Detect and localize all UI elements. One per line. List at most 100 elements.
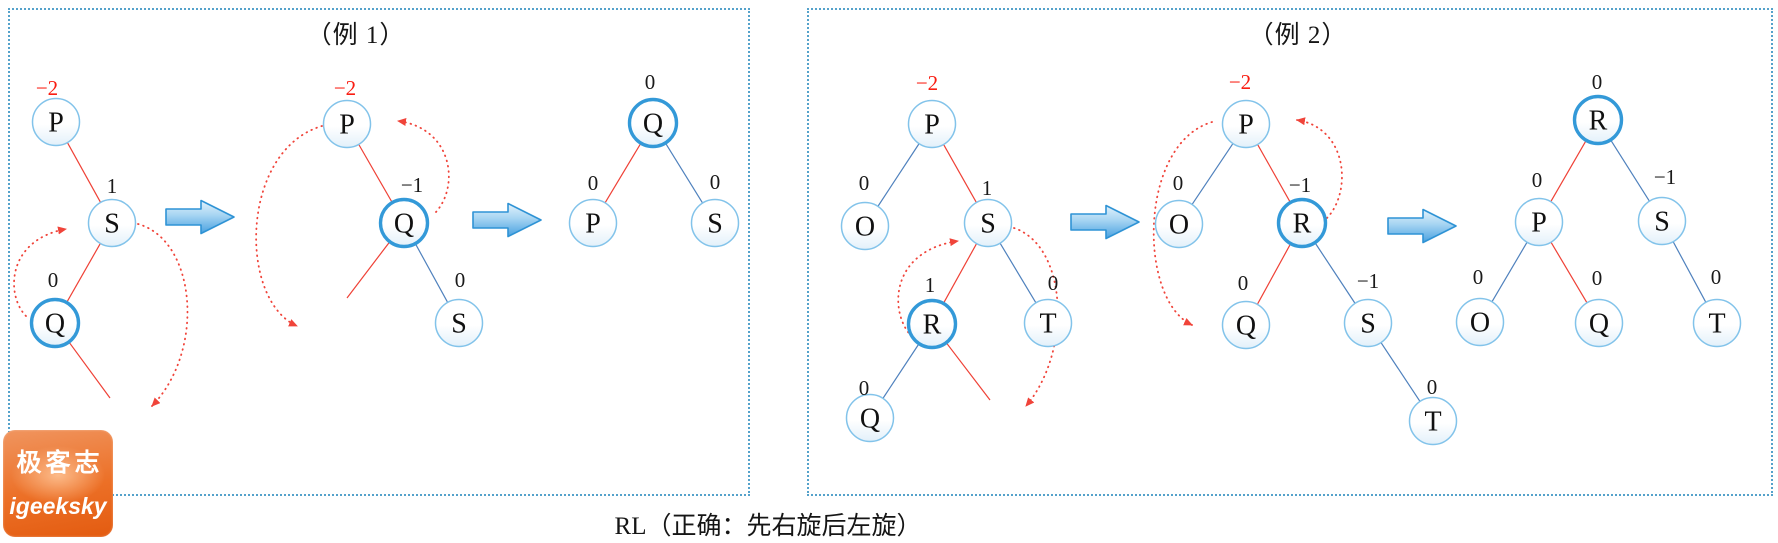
node-label-P: P — [1238, 110, 1254, 141]
node-label-T: T — [1039, 309, 1056, 340]
right-rotation-arc-left — [13, 226, 67, 317]
tree-node-Q — [1574, 298, 1624, 348]
tree-node-Q — [845, 393, 895, 443]
balance-factor-R: −1 — [1289, 173, 1311, 197]
balance-factor-O: 0 — [859, 171, 870, 195]
node-label-P: P — [339, 110, 355, 141]
tree-edge-P-R — [1257, 144, 1291, 203]
balance-factor-Q: 0 — [645, 70, 656, 94]
node-label-P: P — [924, 110, 940, 141]
tree-node-S — [690, 198, 740, 248]
tree-node-P — [568, 198, 618, 248]
tree-edge-S-T — [999, 242, 1037, 304]
figure-caption: RL（正确：先右旋后左旋） — [614, 513, 922, 540]
node-label-O: O — [1470, 308, 1490, 339]
tree-edge-R-Q — [882, 343, 920, 399]
tree-node-P — [1221, 99, 1271, 149]
tree-edge-Q-S — [414, 243, 449, 303]
node-label-Q: Q — [860, 404, 880, 435]
transition-arrow — [472, 202, 542, 238]
node-label-Q: Q — [1236, 311, 1256, 342]
balance-factor-S: 1 — [982, 176, 993, 200]
tree-edge-R-S — [1314, 242, 1356, 304]
balance-factor-R: 0 — [1592, 70, 1603, 94]
node-label-S: S — [707, 209, 723, 240]
balance-factor-T: 0 — [1711, 265, 1722, 289]
balance-factor-R: 1 — [925, 273, 936, 297]
tree-edge-P-O — [877, 143, 920, 207]
left-rotation-arc-right — [1296, 117, 1343, 219]
balance-factor-P: 0 — [1532, 168, 1543, 192]
tree-node-O — [840, 201, 890, 251]
balance-factor-S: −1 — [1357, 269, 1379, 293]
tree-node-S — [87, 198, 137, 248]
tree-node-S — [434, 298, 484, 348]
tree-node-R-pivot — [906, 298, 958, 350]
tree-node-S — [963, 198, 1013, 248]
balance-factor-O: 0 — [1473, 265, 1484, 289]
tree-edge-P-O — [1191, 143, 1234, 205]
left-rotation-arc-right — [397, 118, 450, 213]
left-rotation-arc-left — [255, 125, 323, 327]
balance-factor-S: 1 — [107, 174, 118, 198]
balance-factor-Q: 0 — [48, 268, 59, 292]
node-label-R: R — [1589, 106, 1608, 137]
balance-factor-Q: 0 — [1592, 266, 1603, 290]
node-label-S: S — [1360, 309, 1376, 340]
tree-edge-S-T — [1672, 241, 1707, 303]
example-1-panel: （例 1） — [8, 8, 750, 496]
node-label-Q: Q — [45, 309, 65, 340]
example-2-title: （例 2） — [1248, 22, 1348, 49]
node-label-T: T — [1708, 309, 1725, 340]
igeeksky-logo: 极客志 igeeksky — [3, 430, 113, 537]
balance-factor-S: 0 — [710, 170, 721, 194]
node-label-O: O — [1169, 210, 1189, 241]
node-label-S: S — [980, 209, 996, 240]
tree-node-P — [322, 99, 372, 149]
node-label-Q: Q — [394, 209, 414, 240]
tree-node-P — [1514, 197, 1564, 247]
example-2-panel: （例 2） — [807, 8, 1773, 496]
node-label-R: R — [923, 310, 942, 341]
tree-node-S — [1343, 298, 1393, 348]
node-label-O: O — [855, 212, 875, 243]
tree-node-Q-pivot — [627, 97, 679, 149]
tree-edge-P-Q — [1550, 241, 1588, 304]
tree-edge-S-T — [1380, 342, 1421, 402]
tree-node-Q-pivot — [29, 297, 81, 349]
node-label-S: S — [451, 309, 467, 340]
logo-chinese-text: 极客志 — [16, 450, 104, 477]
balance-factor-S: 0 — [455, 268, 466, 292]
tree-node-R-pivot — [1572, 94, 1624, 146]
node-label-P: P — [1531, 208, 1547, 239]
tree-node-O — [1154, 199, 1204, 249]
balance-factor-P: −2 — [916, 71, 938, 95]
tree-node-R-pivot — [1276, 197, 1328, 249]
tree-edge-Q-P — [604, 142, 642, 204]
tree-edge-P-O — [1491, 241, 1528, 303]
node-label-S: S — [1654, 207, 1670, 238]
balance-factor-S: −1 — [1654, 165, 1676, 189]
tree-node-Q — [1221, 300, 1271, 350]
tree-node-P — [907, 99, 957, 149]
transition-arrow — [1387, 208, 1457, 244]
tree-edge-P-S — [66, 142, 102, 203]
balance-factor-P: −2 — [334, 76, 356, 100]
balance-factor-T: 0 — [1048, 271, 1059, 295]
right-rotation-arc-left — [897, 238, 959, 341]
transition-arrow — [165, 199, 235, 235]
transition-arrow — [1070, 204, 1140, 240]
balance-factor-T: 0 — [1427, 375, 1438, 399]
balance-factor-P: −2 — [36, 76, 58, 100]
tree-node-T — [1023, 298, 1073, 348]
right-rotation-arc-right — [137, 223, 189, 407]
node-label-S: S — [104, 209, 120, 240]
subtree-stub-edge — [945, 342, 991, 401]
node-label-R: R — [1293, 209, 1312, 240]
node-label-P: P — [48, 108, 64, 139]
tree-edge-Q-S — [664, 142, 704, 204]
tree-node-T — [1408, 396, 1458, 446]
tree-edge-R-P — [1550, 140, 1587, 202]
